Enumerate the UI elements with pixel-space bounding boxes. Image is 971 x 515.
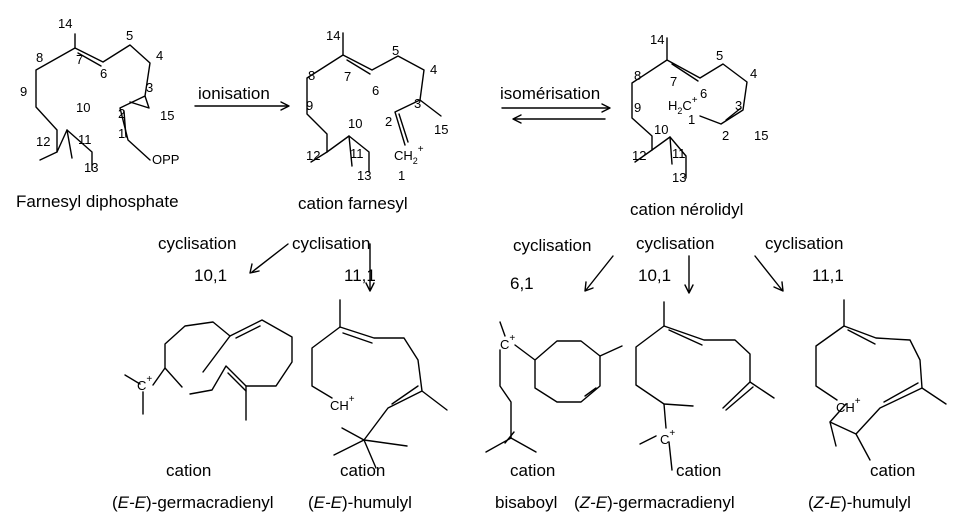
- label-farnesyl-diphosphate: Farnesyl diphosphate: [16, 192, 179, 211]
- cf-carbon-13: 13: [357, 168, 371, 183]
- cn-carbon-4: 4: [750, 66, 757, 81]
- cf-carbon-10: 10: [348, 116, 362, 131]
- cn-carbon-9: 9: [634, 100, 641, 115]
- label-mode-10-1-a: 10,1: [194, 266, 227, 285]
- cf-carbon-11: 11: [350, 146, 364, 161]
- p3-c-plus-label: C+: [500, 333, 515, 352]
- p2-ch-plus-label: CH+: [330, 394, 355, 413]
- farnesyl-cation-structure: [306, 32, 442, 173]
- label-cyclisation-4: cyclisation: [636, 234, 714, 253]
- label-cyclisation-3: cyclisation: [513, 236, 591, 255]
- product-z-e-germacradienyl-structure: [635, 301, 775, 471]
- carbon-number-8: 8: [36, 50, 43, 65]
- p1-c-plus-label: C+: [137, 374, 152, 393]
- label-mode-11-1-b: 11,1: [812, 266, 844, 285]
- label-isomerisation: isomérisation: [500, 84, 600, 103]
- p4-c-plus-label: C+: [660, 428, 675, 447]
- product-1-name: (E-E)-germacradienyl: [112, 493, 274, 512]
- product-5-cation-word: cation: [870, 461, 915, 480]
- carbon-number-4: 4: [156, 48, 163, 63]
- cn-carbon-14: 14: [650, 32, 664, 47]
- ionisation-arrowhead: [280, 101, 290, 111]
- cf-carbon-2: 2: [385, 114, 392, 129]
- product-3-name: bisaboyl: [495, 493, 557, 512]
- cn-carbon-13: 13: [672, 170, 686, 185]
- cn-carbon-6: 6: [700, 86, 707, 101]
- carbon-number-1: 1: [118, 126, 125, 141]
- product-4-name: (Z-E)-germacradienyl: [574, 493, 735, 512]
- carbon-number-5: 5: [126, 28, 133, 43]
- cf-carbon-3: 3: [414, 96, 421, 111]
- cf-carbon-4: 4: [430, 62, 437, 77]
- cf-carbon-8: 8: [308, 68, 315, 83]
- carbon-number-7: 7: [76, 52, 83, 67]
- cn-carbon-3: 3: [735, 98, 742, 113]
- isomerisation-reverse-arrowhead: [512, 114, 522, 124]
- cn-carbon-10: 10: [654, 122, 668, 137]
- product-2-cation-word: cation: [340, 461, 385, 480]
- isomerisation-forward-arrowhead: [601, 103, 611, 113]
- cf-carbon-6: 6: [372, 83, 379, 98]
- carbon-number-12: 12: [36, 134, 50, 149]
- label-ionisation: ionisation: [198, 84, 270, 103]
- cn-h2c-label: H2C+: [668, 95, 698, 116]
- carbon-number-2: 2: [118, 106, 125, 121]
- label-mode-11-1-a: 11,1: [344, 266, 376, 285]
- product-z-e-humulyl-structure: [815, 299, 947, 461]
- carbon-number-13: 13: [84, 160, 98, 175]
- opp-group-label: OPP: [152, 152, 179, 167]
- label-cyclisation-5: cyclisation: [765, 234, 843, 253]
- label-cation-farnesyl: cation farnesyl: [298, 194, 408, 213]
- product-5-name: (Z-E)-humulyl: [808, 493, 911, 512]
- carbon-number-3: 3: [146, 80, 153, 95]
- product-4-cation-word: cation: [676, 461, 721, 480]
- cn-carbon-1: 1: [688, 112, 695, 127]
- carbon-number-15: 15: [160, 108, 174, 123]
- p5-ch-plus-label: CH+: [836, 396, 861, 415]
- product-1-cation-word: cation: [166, 461, 211, 480]
- farnesyl-diphosphate-structure: [35, 33, 151, 171]
- carbon-number-14: 14: [58, 16, 72, 31]
- cf-carbon-1: 1: [398, 168, 405, 183]
- carbon-number-6: 6: [100, 66, 107, 81]
- cn-carbon-2: 2: [722, 128, 729, 143]
- cyclisation-arrows: [249, 243, 784, 294]
- label-cyclisation-2: cyclisation: [292, 234, 370, 253]
- cf-carbon-5: 5: [392, 43, 399, 58]
- cn-carbon-8: 8: [634, 68, 641, 83]
- product-3-cation-word: cation: [510, 461, 555, 480]
- label-cyclisation-1: cyclisation: [158, 234, 236, 253]
- cn-carbon-11: 11: [672, 146, 686, 161]
- label-cation-nerolidyl: cation nérolidyl: [630, 200, 743, 219]
- cf-carbon-15: 15: [434, 122, 448, 137]
- carbon-number-11: 11: [78, 132, 92, 147]
- label-mode-10-1-b: 10,1: [638, 266, 671, 285]
- cf-carbon-14: 14: [326, 28, 340, 43]
- product-e-e-humulyl-structure: [311, 299, 448, 469]
- label-mode-6-1: 6,1: [510, 274, 534, 293]
- carbon-number-9: 9: [20, 84, 27, 99]
- cn-carbon-5: 5: [716, 48, 723, 63]
- product-e-e-germacradienyl-structure: [124, 319, 293, 421]
- cn-carbon-15: 15: [754, 128, 768, 143]
- cf-carbon-12: 12: [306, 148, 320, 163]
- cf-ch2-label: CH2+: [394, 144, 424, 166]
- cn-carbon-12: 12: [632, 148, 646, 163]
- product-bisaboyl-structure: [485, 321, 623, 453]
- nerolidyl-cation-structure: [631, 37, 748, 179]
- carbon-number-10: 10: [76, 100, 90, 115]
- cn-carbon-7: 7: [670, 74, 677, 89]
- cf-carbon-7: 7: [344, 69, 351, 84]
- cf-carbon-9: 9: [306, 98, 313, 113]
- product-2-name: (E-E)-humulyl: [308, 493, 412, 512]
